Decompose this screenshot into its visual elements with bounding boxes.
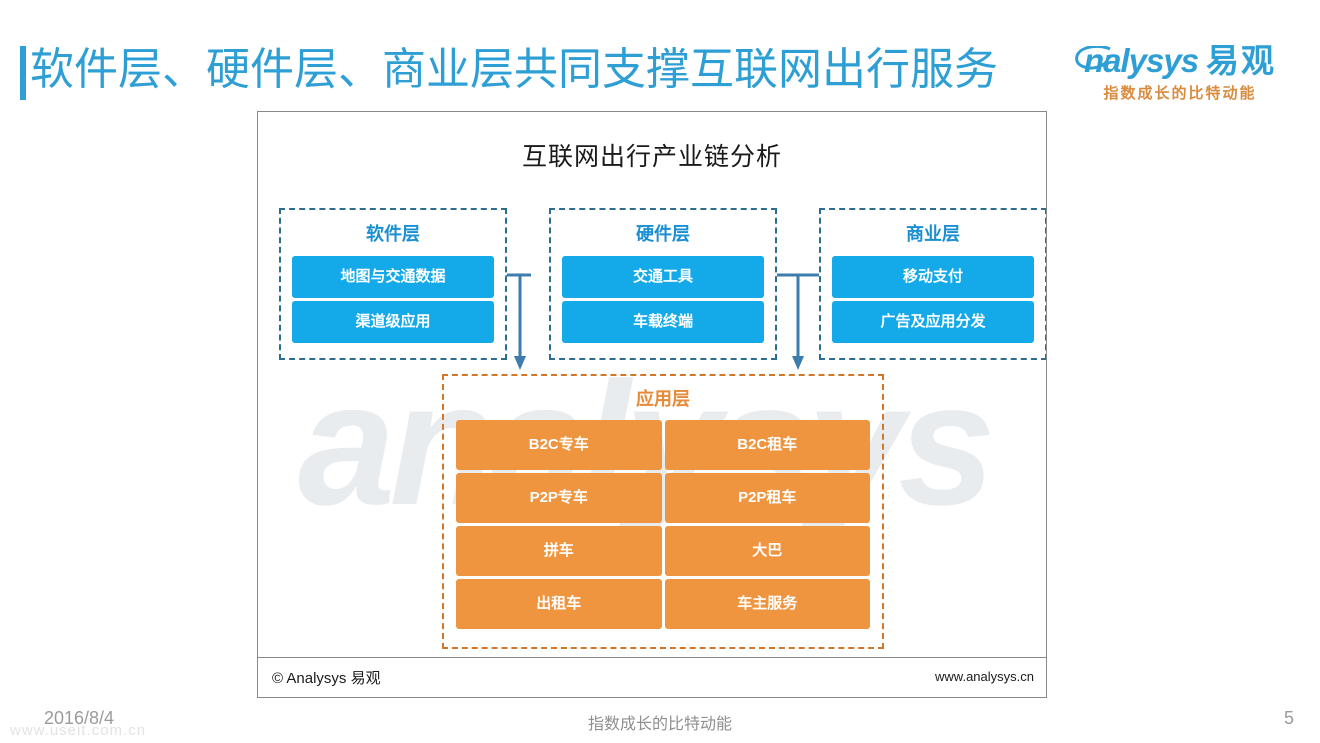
logo-swoosh-icon xyxy=(1075,46,1111,70)
layer-item-software-0[interactable]: 地图与交通数据 xyxy=(292,256,494,298)
footer-center-text: 指数成长的比特动能 xyxy=(587,716,732,733)
app-item-3[interactable]: P2P租车 xyxy=(664,473,870,523)
layer-connectors xyxy=(505,273,819,370)
app-item-6[interactable]: 出租车 xyxy=(456,579,662,629)
app-item-1[interactable]: B2C租车 xyxy=(664,420,870,470)
layer-item-hardware-0[interactable]: 交通工具 xyxy=(562,256,764,298)
footer-watermark: www.useit.com.cn xyxy=(10,722,147,739)
app-item-0[interactable]: B2C专车 xyxy=(456,420,662,470)
logo-tagline: 指数成长的比特动能 xyxy=(1103,85,1257,102)
diagram-title: 互联网出行产业链分析 xyxy=(521,143,782,171)
footer-page-number: 5 xyxy=(1283,708,1294,728)
layer-title-business: 商业层 xyxy=(906,224,960,244)
layer-box-hardware: 硬件层 交通工具 车载终端 xyxy=(549,208,777,360)
source-url[interactable]: www.analysys.cn xyxy=(935,669,1034,684)
layer-item-software-1[interactable]: 渠道级应用 xyxy=(292,301,494,343)
layer-title-application: 应用层 xyxy=(636,389,690,409)
layer-title-software: 软件层 xyxy=(366,224,420,244)
footer-date: 2016/8/4 xyxy=(44,708,115,728)
layer-item-business-0[interactable]: 移动支付 xyxy=(832,256,1034,298)
layer-box-business: 商业层 移动支付 广告及应用分发 xyxy=(819,208,1046,360)
diagram-footer: © Analysys 易观 www.analysys.cn xyxy=(258,657,1046,697)
layer-title-hardware: 硬件层 xyxy=(636,224,690,244)
app-item-4[interactable]: 拼车 xyxy=(456,526,662,576)
layer-item-hardware-1[interactable]: 车载终端 xyxy=(562,301,764,343)
application-grid: B2C专车 B2C租车 P2P专车 P2P租车 拼车 大巴 出租车 车主服务 xyxy=(456,420,870,629)
diagram-frame: analysys 互联网出行产业链分析 软件层 地图与交通数据 渠道级应用 硬件… xyxy=(257,111,1047,698)
layer-item-business-1[interactable]: 广告及应用分发 xyxy=(832,301,1034,343)
app-item-7[interactable]: 车主服务 xyxy=(664,579,870,629)
layer-box-software: 软件层 地图与交通数据 渠道级应用 xyxy=(279,208,507,360)
title-accent-bar xyxy=(20,46,26,100)
slide-footer: www.useit.com.cn 2016/8/4 指数成长的比特动能 5 xyxy=(0,700,1320,743)
app-item-5[interactable]: 大巴 xyxy=(664,526,870,576)
copyright-text: © Analysys 易观 xyxy=(272,670,381,687)
page-title: 软件层、硬件层、商业层共同支撑互联网出行服务 xyxy=(30,45,998,94)
logo-wordmark-cn: 易观 xyxy=(1206,42,1277,79)
layer-box-application: 应用层 B2C专车 B2C租车 P2P专车 P2P租车 拼车 大巴 出租车 车主… xyxy=(442,374,884,649)
app-item-2[interactable]: P2P专车 xyxy=(456,473,662,523)
